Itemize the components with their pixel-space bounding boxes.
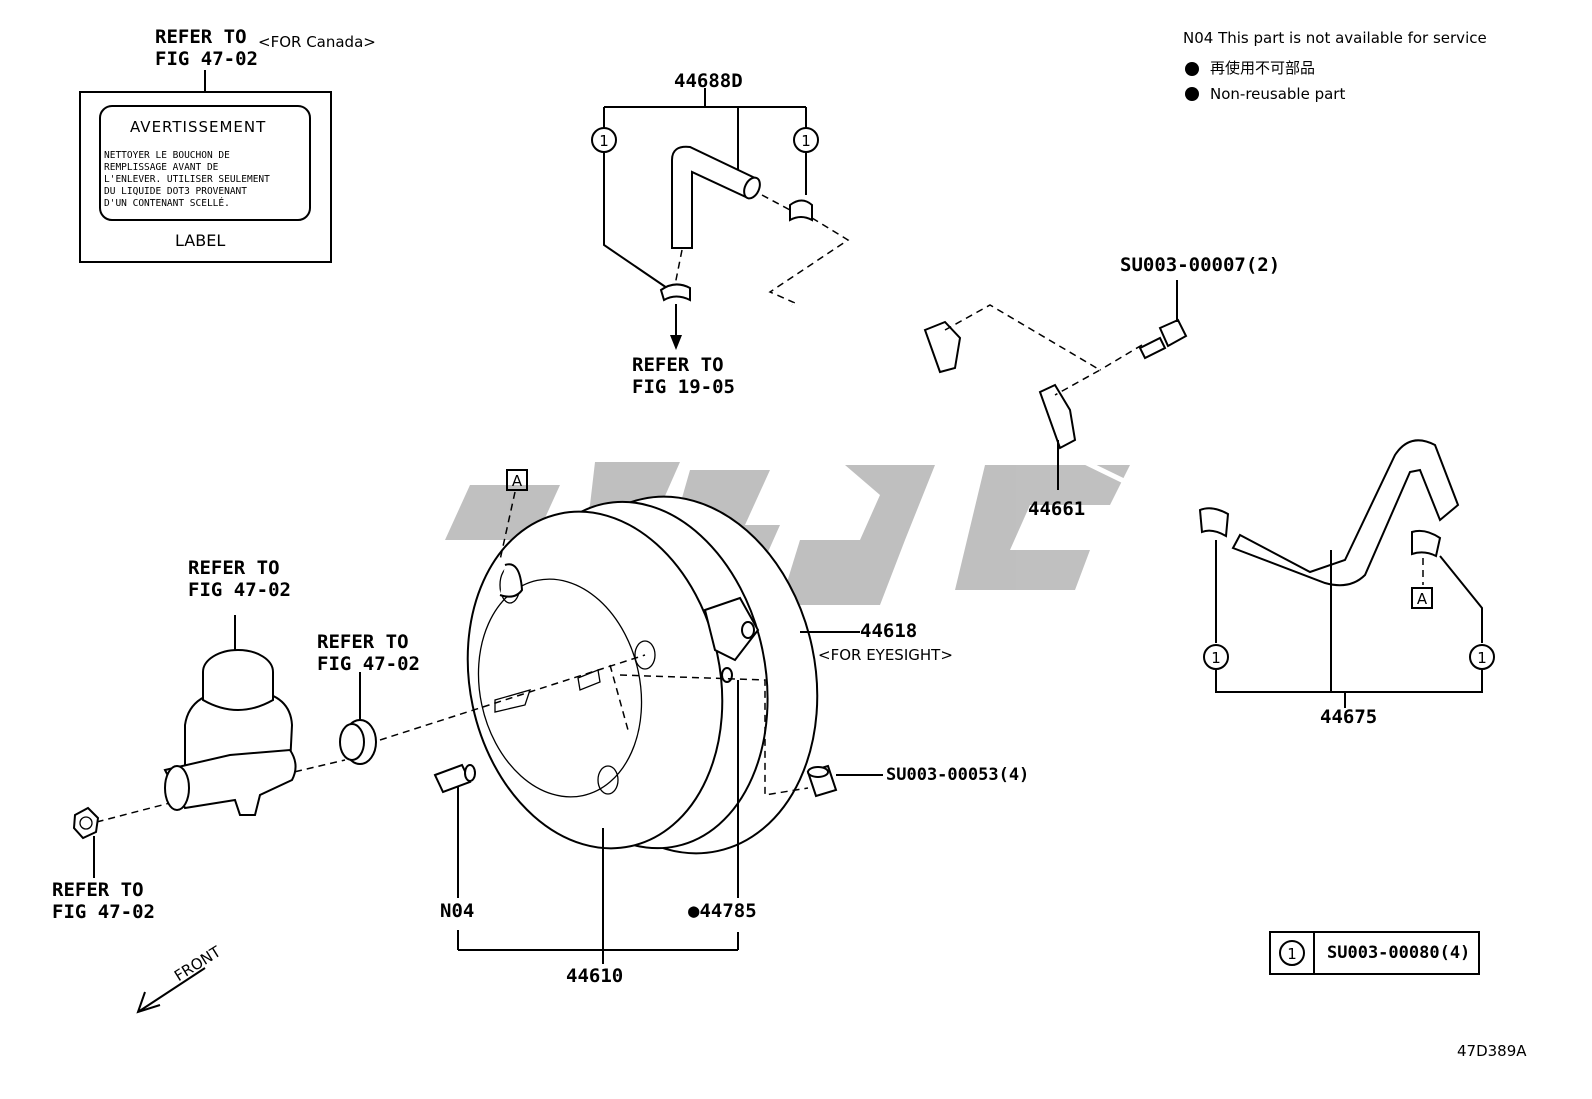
svg-text:1: 1: [599, 132, 609, 150]
legend-bullet-icon: [1185, 87, 1199, 101]
part-44661: 44661: [1028, 498, 1086, 520]
label-text: NETTOYER LE BOUCHON DE REMPLISSAGE AVANT…: [104, 150, 270, 210]
callout-circle-1: 1: [1469, 644, 1495, 670]
svg-text:A: A: [1417, 590, 1428, 608]
label-refer-line1: REFER TO: [155, 26, 247, 48]
legend-n04: N04 This part is not available for servi…: [1183, 29, 1487, 47]
hose-44688D: [603, 88, 850, 350]
svg-text:1: 1: [1477, 649, 1487, 667]
label-heading: AVERTISSEMENT: [130, 118, 267, 136]
nut-su003-00053: [806, 764, 883, 798]
refer-nut-line1: REFER TO: [52, 879, 144, 901]
refer-mc-line1: REFER TO: [188, 557, 280, 579]
label-region: <FOR Canada>: [258, 33, 376, 51]
clip-table: [1269, 931, 1480, 975]
label-refer-line2: FIG 47-02: [155, 48, 258, 70]
hose-44675: [1198, 439, 1483, 708]
brake-booster: [84, 491, 860, 964]
part-44675: 44675: [1320, 706, 1378, 728]
legend-jp: 再使用不可部品: [1210, 59, 1316, 77]
part-44785: ●44785: [688, 900, 757, 922]
diagram-code: 47D389A: [1457, 1042, 1527, 1060]
label-caption: LABEL: [175, 231, 226, 250]
part-44610: 44610: [566, 965, 624, 987]
label-inner-frame: [99, 105, 311, 221]
seal: [339, 672, 377, 765]
clip-table-circle: 1: [1279, 940, 1305, 966]
refer-fig1905-line2: FIG 19-05: [632, 376, 735, 398]
front-arrow-icon: [136, 967, 206, 1014]
svg-text:1: 1: [1287, 945, 1297, 963]
refer-seal-line2: FIG 47-02: [317, 653, 420, 675]
label-text-line: DU LIQUIDE DOT3 PROVENANT: [104, 186, 247, 197]
pipe-44661: [790, 280, 1202, 521]
callout-box-a: A: [1411, 587, 1433, 609]
clip-table-part: SU003-00080(4): [1327, 943, 1471, 963]
part-n04: N04: [440, 900, 475, 922]
legend-en: Non-reusable part: [1210, 85, 1346, 103]
part-nut: SU003-00053(4): [886, 765, 1030, 785]
part-bolt: SU003-00007(2): [1120, 254, 1281, 276]
label-text-line: L'ENLEVER. UTILISER SEULEMENT: [104, 174, 270, 185]
fitting-n04: [433, 763, 476, 794]
refer-mc-line2: FIG 47-02: [188, 579, 291, 601]
callout-circle-1: 1: [591, 127, 617, 153]
label-text-line: REMPLISSAGE AVANT DE: [104, 162, 219, 173]
callout-circle-1: 1: [1203, 644, 1229, 670]
svg-text:1: 1: [801, 132, 811, 150]
part-44618-note: <FOR EYESIGHT>: [818, 646, 953, 664]
part-44688D: 44688D: [674, 70, 743, 92]
legend-bullet-icon: [1185, 62, 1199, 76]
mounting-nut: [72, 806, 100, 878]
svg-text:A: A: [512, 472, 523, 490]
master-cylinder: [163, 615, 297, 816]
refer-nut-line2: FIG 47-02: [52, 901, 155, 923]
refer-seal-line1: REFER TO: [317, 631, 409, 653]
svg-text:1: 1: [1211, 649, 1221, 667]
label-text-line: D'UN CONTENANT SCELLÉ.: [104, 198, 230, 209]
refer-fig1905-line1: REFER TO: [632, 354, 724, 376]
callout-circle-1: 1: [793, 127, 819, 153]
part-44618: 44618: [860, 620, 918, 642]
label-text-line: NETTOYER LE BOUCHON DE: [104, 150, 230, 161]
callout-box-a: A: [506, 469, 528, 491]
